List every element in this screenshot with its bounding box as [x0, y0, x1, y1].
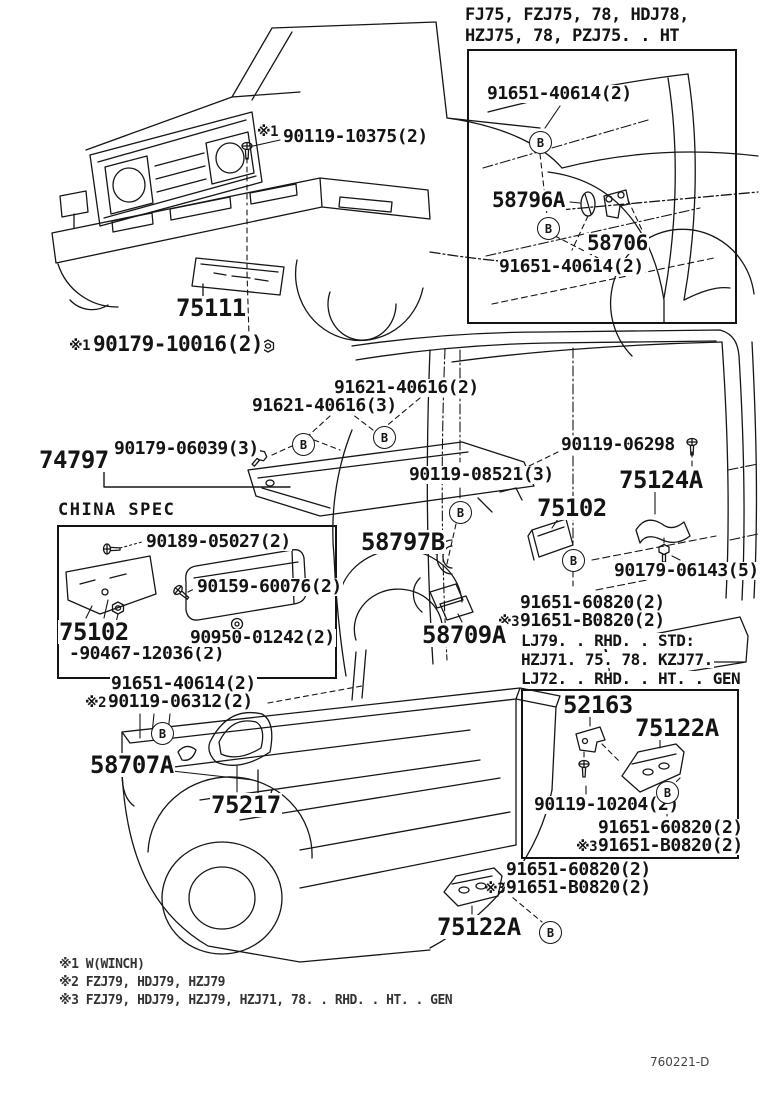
- model-header-line1: FJ75, FZJ75, 78, HDJ78,: [464, 5, 690, 25]
- circled-letter-b-marker: B: [529, 131, 552, 154]
- footnote-2: ※2 FZJ79, HDJ79, HZJ79: [58, 975, 226, 990]
- part-number-90119-10204: 90119-10204(2): [533, 794, 680, 815]
- part-number-75217: 75217: [210, 791, 282, 819]
- part-number-90189-05027: 90189-05027(2): [145, 531, 292, 552]
- screw-icon: [102, 543, 121, 555]
- part-number-52163: 52163: [562, 691, 634, 719]
- footnote-1: ※1 W(WINCH): [58, 957, 146, 972]
- part-number-91651-40614-low: 91651-40614(2): [110, 673, 257, 694]
- part-number-74797: 74797: [38, 446, 110, 474]
- footnote-ref-2: ※2: [85, 695, 107, 711]
- circled-letter-b-marker: B: [151, 722, 174, 745]
- circled-letter-b-marker: B: [656, 781, 679, 804]
- china-spec-title: CHINA SPEC: [57, 500, 177, 520]
- part-number-90467-12036: -90467-12036(2): [68, 643, 226, 664]
- part-number-58796A: 58796A: [491, 188, 566, 212]
- part-number-58797B: 58797B: [360, 528, 446, 556]
- part-number-90179-06039: 90179-06039(3): [113, 438, 260, 459]
- screw-icon: [578, 759, 590, 778]
- part-number-75111: 75111: [175, 294, 247, 322]
- model-header-line2: HZJ75, 78, PZJ75. . HT: [464, 26, 681, 46]
- part-number-91651-40614-bottom: 91651-40614(2): [498, 256, 645, 277]
- circled-letter-b-marker: B: [449, 501, 472, 524]
- footnote-ref-3: ※3: [576, 839, 598, 855]
- part-number-75102-china: 75102: [58, 618, 130, 646]
- part-number-90950-01242: 90950-01242(2): [189, 627, 336, 648]
- part-number-90119-10375: 90119-10375(2): [282, 126, 429, 147]
- part-number-91651-60820-mid: 91651-60820(2): [519, 592, 666, 613]
- part-number-91651-40614-top: 91651-40614(2): [486, 83, 633, 104]
- part-number-91621-40616-3: 91621-40616(3): [251, 395, 398, 416]
- part-number-90179-10016: 90179-10016(2): [92, 332, 265, 356]
- part-number-91651-B0820-bottom: 91651-B0820(2): [505, 877, 652, 898]
- page-code: 760221-D: [649, 1055, 711, 1069]
- application-note-line3: LJ72. . RHD. . HT. . GEN: [520, 669, 742, 688]
- part-number-90119-08521: 90119-08521(3): [408, 464, 555, 485]
- front-truck-drawing: [51, 21, 759, 357]
- part-number-58706: 58706: [586, 231, 649, 255]
- footnote-ref-3: ※3: [484, 881, 506, 897]
- part-number-90119-06312: 90119-06312(2): [107, 691, 254, 712]
- part-number-91621-40616-2: 91621-40616(2): [333, 377, 480, 398]
- application-note-line2: HZJ71. 75. 78. KZJ77.: [520, 650, 714, 669]
- part-number-58707A: 58707A: [89, 751, 175, 779]
- circled-letter-b-marker: B: [539, 921, 562, 944]
- part-number-75122A-inset: 75122A: [634, 714, 720, 742]
- part-number-91651-60820-inset: 91651-60820(2): [597, 817, 744, 838]
- part-number-90179-06143: 90179-06143(5): [613, 560, 760, 581]
- circled-letter-b-marker: B: [292, 433, 315, 456]
- part-number-75124A: 75124A: [618, 466, 704, 494]
- nut-icon: [261, 339, 275, 353]
- part-number-90119-06298: 90119-06298: [560, 434, 676, 455]
- screw-icon: [171, 583, 192, 603]
- part-number-75122A-bottom: 75122A: [436, 913, 522, 941]
- part-number-91651-B0820-inset: 91651-B0820(2): [597, 835, 744, 856]
- part-number-91651-B0820-mid: 91651-B0820(2): [519, 610, 666, 631]
- footnote-3: ※3 FZJ79, HDJ79, HZJ79, HZJ71, 78. . RHD…: [58, 993, 454, 1008]
- part-number-91651-60820-bottom: 91651-60820(2): [505, 859, 652, 880]
- footnote-ref-1: ※1: [257, 124, 279, 140]
- circled-letter-b-marker: B: [537, 217, 560, 240]
- circled-letter-b-marker: B: [373, 426, 396, 449]
- application-note-line1: LJ79. . RHD. . STD:: [520, 631, 696, 650]
- circled-letter-b-marker: B: [562, 549, 585, 572]
- footnote-ref-1: ※1: [69, 338, 91, 354]
- part-number-58709A: 58709A: [421, 621, 507, 649]
- part-number-75102: 75102: [536, 494, 608, 522]
- part-number-90159-60076: 90159-60076(2): [196, 576, 343, 597]
